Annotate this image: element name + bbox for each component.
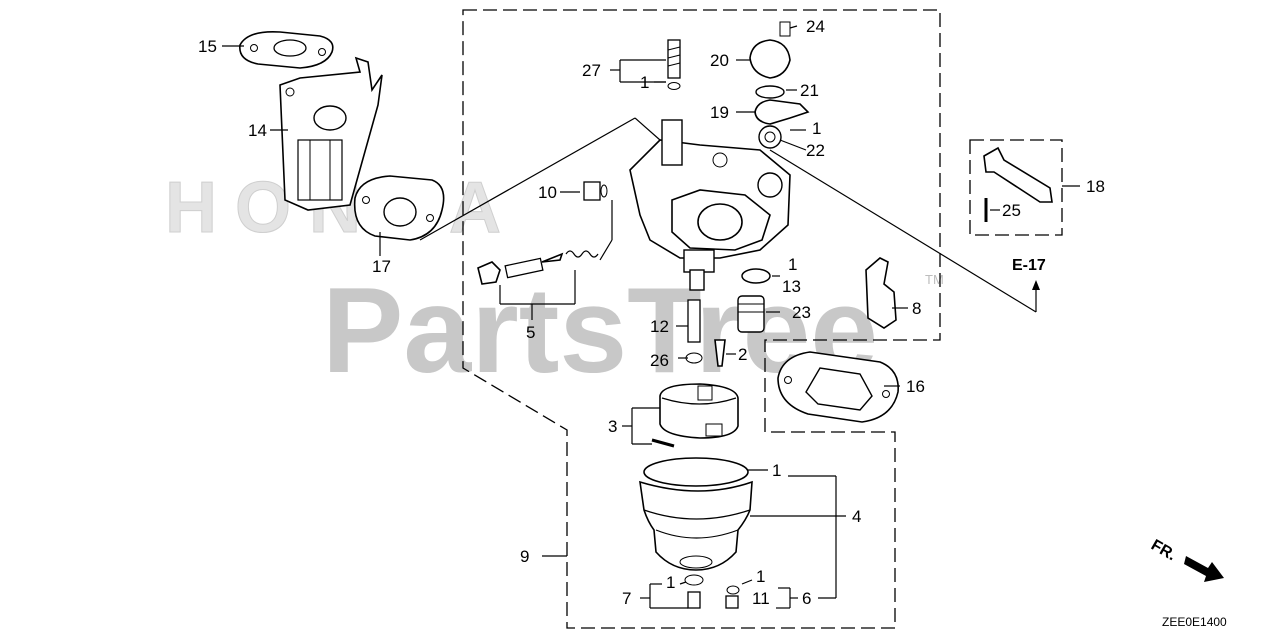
callout-14[interactable]: 14 xyxy=(248,121,267,140)
front-label: FR. xyxy=(1148,537,1179,565)
accessory-box xyxy=(969,139,1063,236)
main-jet xyxy=(737,268,771,333)
callout-20[interactable]: 20 xyxy=(710,51,729,70)
carburetor-body xyxy=(629,119,791,291)
callout-12[interactable]: 12 xyxy=(650,317,669,336)
callout-13[interactable]: 13 xyxy=(782,277,801,296)
callout-8[interactable]: 8 xyxy=(912,299,921,318)
float xyxy=(651,383,739,448)
callout-25[interactable]: 25 xyxy=(1002,201,1021,220)
callout-11[interactable]: 11 xyxy=(752,589,770,608)
front-direction-indicator: FR. xyxy=(1148,537,1224,582)
callout-1-upper[interactable]: 1 xyxy=(640,73,649,92)
throttle-stop-screw xyxy=(667,39,681,90)
callout-10[interactable]: 10 xyxy=(538,183,557,202)
callout-3[interactable]: 3 xyxy=(608,417,617,436)
choke-valve-lever xyxy=(865,257,897,329)
assembly-boundary xyxy=(462,9,941,629)
float-chamber xyxy=(639,457,753,571)
callout-17[interactable]: 17 xyxy=(372,257,391,276)
leader-lines xyxy=(222,25,1080,609)
callout-24[interactable]: 24 xyxy=(806,17,825,36)
callout-1-jet[interactable]: 1 xyxy=(788,255,797,274)
callout-18[interactable]: 18 xyxy=(1086,177,1105,196)
air-cleaner-gasket xyxy=(777,351,899,423)
callout-23[interactable]: 23 xyxy=(792,303,811,322)
callout-5[interactable]: 5 xyxy=(526,323,535,342)
insulator-gasket xyxy=(239,30,334,69)
callout-26[interactable]: 26 xyxy=(650,351,669,370)
callout-2[interactable]: 2 xyxy=(738,345,747,364)
diagram-code: ZEE0E1400 xyxy=(1162,615,1227,629)
callout-22[interactable]: 22 xyxy=(806,141,825,160)
front-arrow-icon xyxy=(1184,556,1224,582)
callout-19[interactable]: 19 xyxy=(710,103,729,122)
pilot-screw-set xyxy=(477,250,599,285)
carburetor-gasket xyxy=(353,175,445,241)
callout-6[interactable]: 6 xyxy=(802,589,811,608)
callout-15[interactable]: 15 xyxy=(198,37,217,56)
reference-e17[interactable]: E-17 xyxy=(1012,257,1046,274)
callout-7[interactable]: 7 xyxy=(622,589,631,608)
drain-screw xyxy=(583,181,608,201)
callout-1-screw[interactable]: 1 xyxy=(756,567,765,586)
choke-rod-assembly xyxy=(983,146,1053,222)
callout-21[interactable]: 21 xyxy=(800,81,819,100)
callout-16[interactable]: 16 xyxy=(906,377,925,396)
callout-1-chamber[interactable]: 1 xyxy=(772,461,781,480)
bracket-plate xyxy=(279,56,383,211)
callout-9[interactable]: 9 xyxy=(520,547,529,566)
callout-27[interactable]: 27 xyxy=(582,61,601,80)
reference-arrow-icon xyxy=(1032,280,1040,290)
main-nozzle xyxy=(685,299,726,367)
callout-1-stack[interactable]: 1 xyxy=(812,119,821,138)
choke-lever-stack xyxy=(749,21,810,149)
drain-screw-lower xyxy=(725,585,740,609)
callout-1-bolt[interactable]: 1 xyxy=(666,573,675,592)
callout-4[interactable]: 4 xyxy=(852,507,861,526)
watermark-trademark: TM xyxy=(925,272,944,287)
drain-bolt xyxy=(684,574,704,609)
